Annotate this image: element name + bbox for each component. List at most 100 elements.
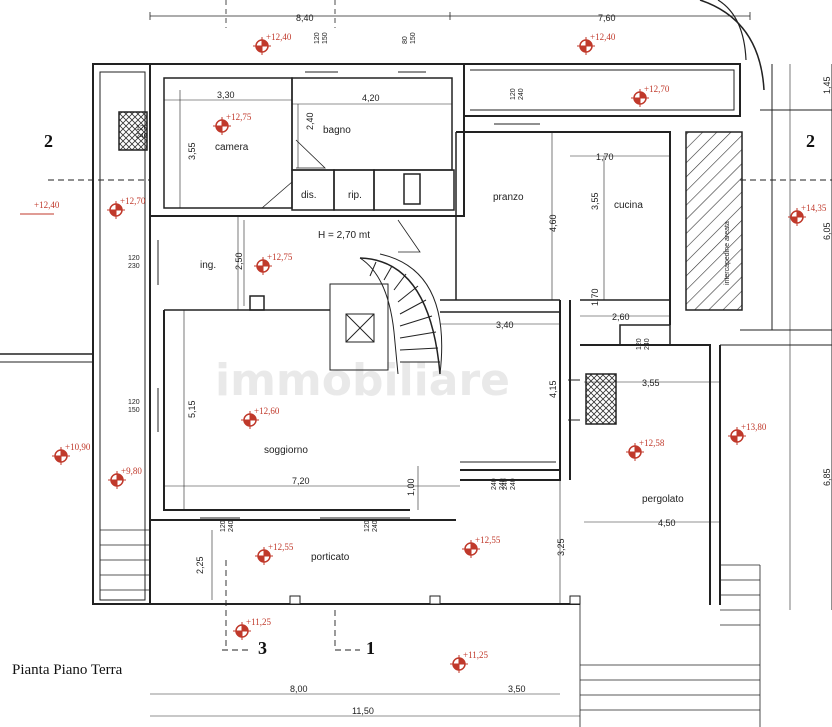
dim-cucina-w: 1,70 (596, 152, 614, 162)
dimension-lines (150, 64, 791, 717)
dim-pranzo-h: 4,60 (548, 214, 558, 232)
intercapedine-label: intercapedine areata (724, 221, 731, 285)
dim-bottom-left: 8,00 (290, 684, 308, 694)
elevation-marker: +12,75 (254, 252, 293, 275)
dim-bagno-w: 4,20 (362, 93, 380, 103)
window-marks (149, 63, 670, 519)
elevation-marker: +12,40 (577, 32, 616, 55)
elevation-marker: +12,55 (255, 542, 294, 565)
elevation-label: +12,70 (644, 84, 670, 94)
external-stairs (100, 529, 761, 727)
dim-cucina-h: 3,55 (590, 192, 600, 210)
staircase (329, 253, 443, 375)
window-label: 120240 (636, 338, 651, 350)
dim-top-left: 8,40 (296, 13, 314, 23)
dim-ing-h: 2,50 (234, 252, 244, 270)
room-ing: ing. (200, 260, 216, 271)
doors (261, 139, 421, 253)
window-label: 120240 (220, 520, 235, 532)
elevation-label: +9,80 (121, 466, 142, 476)
dim-right-2: 6,05 (822, 222, 832, 240)
elevation-marker: +12,40 (253, 32, 292, 55)
elevation-marker: +12,58 (626, 438, 665, 461)
elevation-label: +12,55 (268, 542, 294, 552)
curved-wall (699, 0, 765, 91)
section-2-right: 2 (806, 131, 815, 151)
elevation-label: +12,58 (639, 438, 665, 448)
elevation-label: +12,75 (267, 252, 293, 262)
room-rip: rip. (348, 190, 362, 201)
room-pranzo: pranzo (493, 192, 524, 203)
dim-pergolato-h: 4,15 (548, 380, 558, 398)
elevation-marker: +10,90 (52, 442, 91, 465)
dim-camera-w: 3,30 (217, 90, 235, 100)
fireplace-pergolato (585, 373, 617, 425)
dim-right-3: 6,85 (822, 468, 832, 486)
dim-cucina-base: 2,60 (612, 312, 630, 322)
dim-total: 11,50 (352, 706, 374, 716)
dim-pergolato-w: 3,55 (642, 378, 660, 388)
fireplace-camera (118, 111, 148, 151)
ceiling-height: H = 2,70 mt (318, 230, 370, 241)
elevation-label: +12,55 (475, 535, 501, 545)
dim-cucina-low: 1,70 (590, 288, 600, 306)
interior-walls (163, 77, 671, 346)
dim-bottom-right: 3,50 (508, 684, 526, 694)
elevation-label: +12,75 (226, 112, 252, 122)
room-dis: dis. (301, 190, 317, 201)
section-2-left: 2 (44, 131, 53, 151)
dim-porticato-right: 3,25 (556, 538, 566, 556)
window-label: 80150 (402, 32, 417, 44)
elevation-label: +11,25 (246, 617, 271, 627)
elevation-label: +12,60 (254, 406, 280, 416)
elevation-marker: +12,40 (20, 200, 60, 215)
elevation-label: +11,25 (463, 650, 488, 660)
elevation-label: +10,90 (65, 442, 91, 452)
top-dimension-line (149, 12, 751, 20)
elevation-label: +12,40 (266, 32, 292, 42)
dim-top-right: 7,60 (598, 13, 616, 23)
curved-wall (717, 0, 747, 61)
elevation-label: +13,80 (741, 422, 767, 432)
elevation-marker: +14,35 (788, 203, 827, 226)
elevation-marker: +12,55 (462, 535, 501, 558)
dim-soggiorno-w: 7,20 (292, 476, 310, 486)
intercapedine (685, 131, 743, 311)
dim-soggiorno-h: 5,15 (187, 400, 197, 418)
room-soggiorno: soggiorno (264, 445, 308, 456)
dim-camera-h: 3,55 (187, 142, 197, 160)
dim-bagno-h: 2,40 (305, 112, 315, 130)
porticato-columns (289, 595, 581, 605)
room-porticato: porticato (311, 552, 350, 563)
elevation-label: +12,70 (120, 196, 146, 206)
elevation-marker: +12,75 (213, 112, 252, 135)
room-pergolato: pergolato (642, 494, 684, 505)
dim-pergolato-base: 4,50 (658, 518, 676, 528)
plan-title: Pianta Piano Terra (12, 662, 123, 678)
window-label: 240240 (502, 478, 517, 490)
section-3: 3 (258, 638, 267, 658)
elevation-marker: +12,60 (241, 406, 280, 429)
outer-walls (92, 63, 741, 605)
room-camera: camera (215, 142, 249, 153)
elevation-label: +12,40 (590, 32, 616, 42)
elevation-label: +12,40 (34, 200, 60, 210)
right-boundary (720, 64, 832, 610)
window-label: 120240 (510, 88, 525, 100)
elevation-marker: +9,80 (108, 466, 142, 489)
dim-porticato-h: 2,25 (195, 556, 205, 574)
elevation-marker: +11,25 (450, 650, 488, 673)
dim-right-1: 1,45 (822, 76, 832, 94)
elevation-marker: +12,70 (631, 84, 670, 107)
elevation-marker: +11,25 (233, 617, 271, 640)
elevation-marker: +12,70 (107, 196, 146, 219)
watermark: immobiliare (215, 355, 510, 406)
dim-stair-w: 3,40 (496, 320, 514, 330)
elevation-markers: +12,40 +12,40 +12,70 +12,75 +12,70 +12,40 +14,… (20, 32, 827, 673)
section-1: 1 (366, 638, 375, 658)
